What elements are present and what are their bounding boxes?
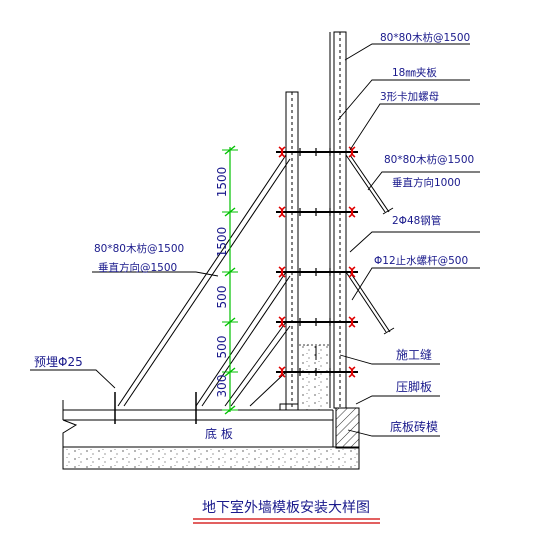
clip-nut-icon: [278, 206, 284, 218]
diagram-title: 地下室外墙模板安装大样图: [202, 499, 370, 516]
label-steel-pipe: 2Φ48钢管: [392, 214, 441, 227]
clip-nut-icon: [278, 316, 284, 328]
clip-nut-icon: [280, 366, 286, 378]
clip-nut-icon: [278, 266, 284, 278]
clip-nut-icon: [280, 146, 286, 158]
label-timber-top: 80*80木枋@1500: [380, 31, 470, 44]
tie-rows: [276, 151, 358, 373]
label-plywood: 18㎜夹板: [392, 66, 437, 79]
clip-nut-icon: [348, 206, 354, 218]
label-embedded: 预埋Φ25: [34, 355, 83, 369]
leaders-left: [30, 271, 219, 389]
label-construction-joint: 施工缝: [396, 347, 432, 362]
construction-joint-fill: [299, 344, 330, 410]
dim-500-a: 500: [215, 286, 229, 309]
embedded-anchors: [114, 392, 197, 424]
leaders-right: [337, 43, 480, 437]
left-formwork: [279, 91, 299, 411]
label-brick-mold: 底板砖模: [390, 419, 438, 434]
label-timber-left-dir: 垂直方向@1500: [98, 261, 177, 274]
label-timber-right-dir: 垂直方向1000: [392, 176, 461, 189]
clip-nut-icon: [350, 146, 356, 158]
clip-nut-icon: [278, 146, 284, 158]
dim-1500-top: 1500: [215, 167, 229, 198]
clip-nut-icon: [350, 366, 356, 378]
label-clip-nut: 3形卡加螺母: [380, 90, 439, 103]
clip-nut-icon: [348, 146, 354, 158]
label-kicker-board: 压脚板: [396, 379, 432, 394]
dimension-ticks: [222, 145, 238, 415]
dim-300: 300: [215, 375, 229, 398]
brick-mould: [335, 407, 360, 449]
dim-1500-mid: 1500: [215, 227, 229, 258]
clip-nut-icon: [350, 206, 356, 218]
clip-nut-icon: [348, 316, 354, 328]
clip-nut-icon: [350, 266, 356, 278]
clip-nut-icon: [348, 366, 354, 378]
clip-nut-icon: [348, 266, 354, 278]
label-timber-right: 80*80木枋@1500: [384, 153, 474, 166]
clip-nut-icon: [350, 316, 356, 328]
clip-nut-icon: [280, 206, 286, 218]
clip-nut-icon: [280, 316, 286, 328]
label-timber-left: 80*80木枋@1500: [94, 242, 184, 255]
right-formwork: [329, 31, 347, 409]
clip-nut-icon: [278, 366, 284, 378]
left-braces: [117, 154, 291, 407]
base-slab: [62, 400, 360, 470]
right-braces: [345, 154, 395, 335]
label-base-slab: 底 板: [205, 426, 233, 441]
label-water-bolt: Φ12止水螺杆@500: [374, 254, 468, 267]
clip-nuts: [278, 146, 356, 378]
clip-nut-icon: [280, 266, 286, 278]
dim-500-b: 500: [215, 336, 229, 359]
